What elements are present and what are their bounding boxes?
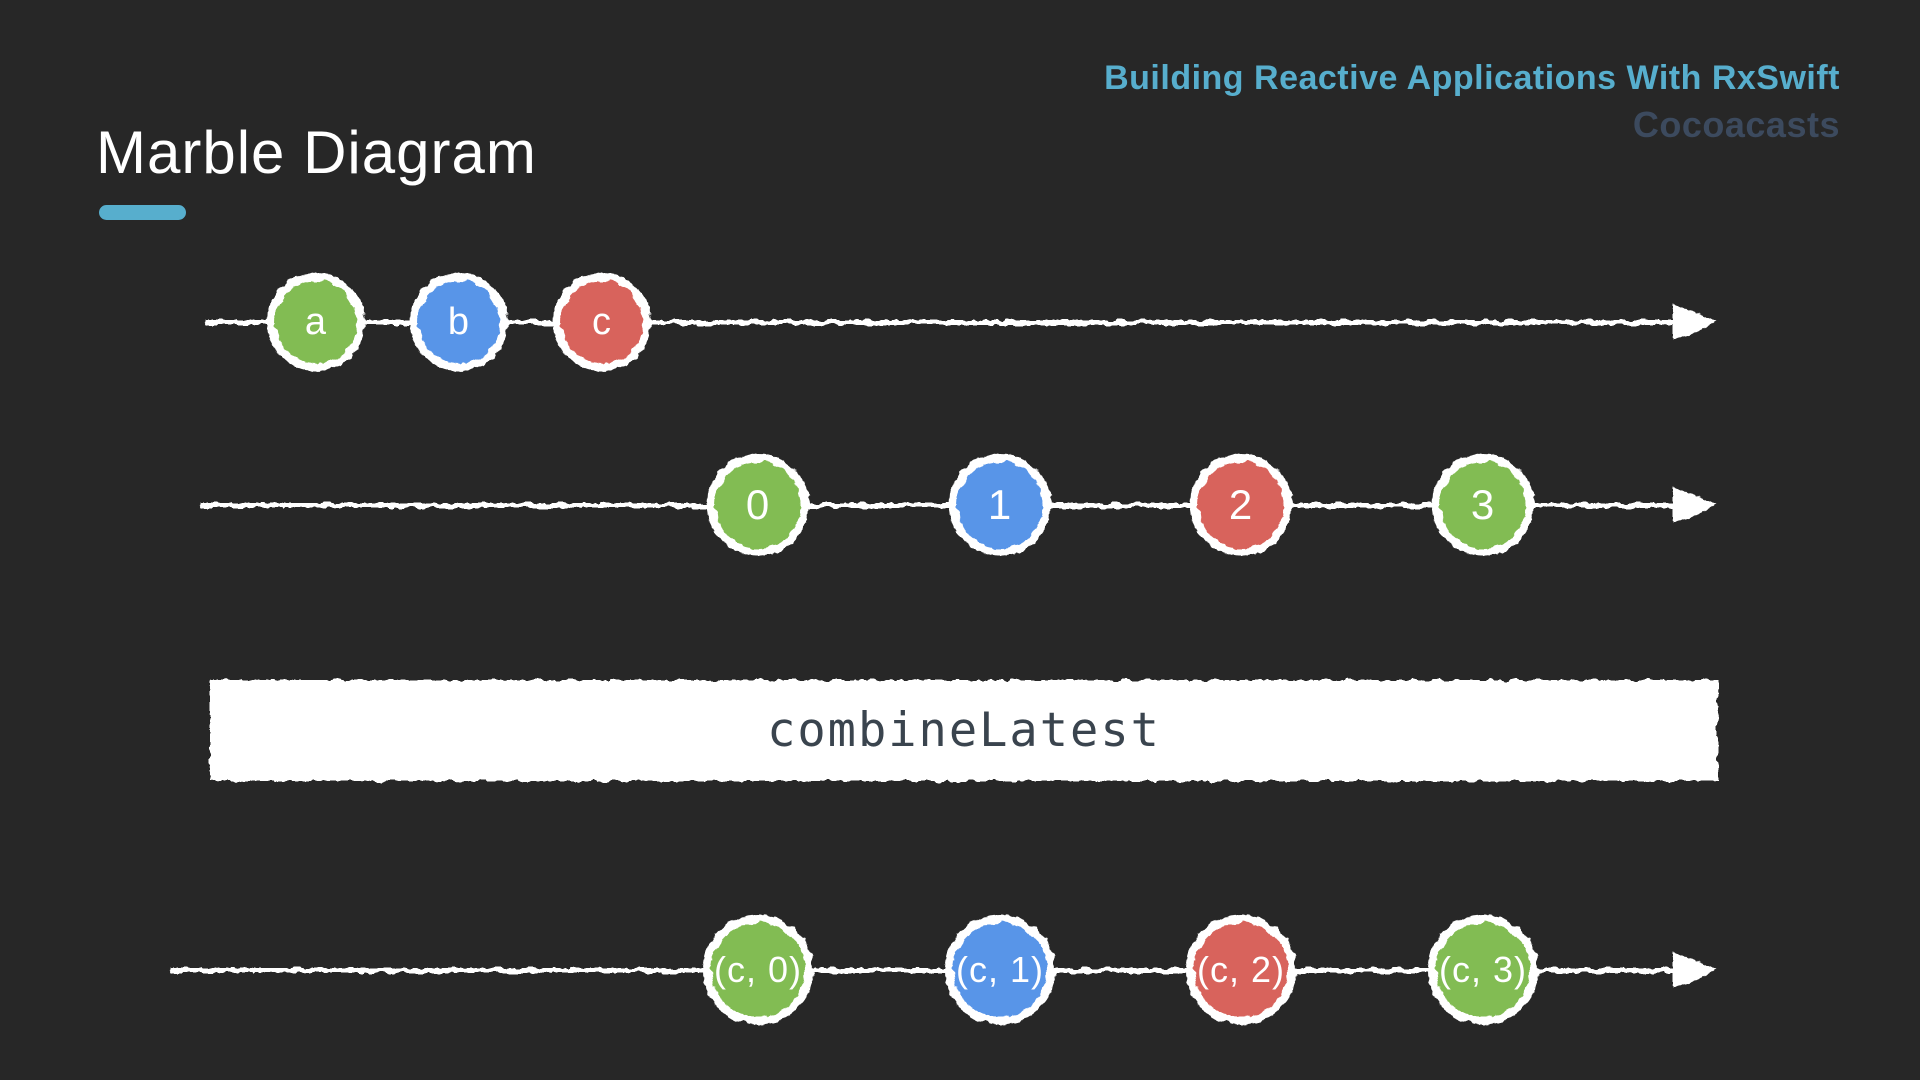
marble-label: (c, 3) [1438,949,1527,990]
marble-label: a [304,300,328,343]
header: Building Reactive Applications With RxSw… [1104,58,1840,146]
marble-circle [949,454,1051,556]
timeline-axis [200,502,1679,508]
marble: a [267,273,365,371]
marble: 1 [949,454,1051,556]
marble-circle [703,915,813,1025]
marble-label: (c, 0) [713,949,802,990]
marble-circle [707,454,809,556]
marble-label: 3 [1470,481,1496,528]
marble: (c, 0) [703,915,813,1025]
page-title: Marble Diagram [96,119,537,186]
marble: 2 [1190,454,1292,556]
marble-label: 1 [987,481,1013,528]
marble: 0 [707,454,809,556]
marble-label: 0 [745,481,771,528]
title-underline [99,205,186,220]
operator-box [210,680,1718,781]
marble: c [553,273,651,371]
marble-circle [945,915,1055,1025]
arrowhead-icon [1673,951,1717,989]
marble: (c, 1) [945,915,1055,1025]
course-title: Building Reactive Applications With RxSw… [1104,59,1840,97]
timeline-axis [170,967,1679,973]
marble-circle [1432,454,1534,556]
marble-circle [553,273,651,371]
marble-circle [267,273,365,371]
marble: (c, 2) [1186,915,1296,1025]
marble: (c, 3) [1428,915,1538,1025]
operator-label: combineLatest [767,703,1161,758]
marble-circle [410,273,508,371]
arrowhead-icon [1673,486,1717,524]
brand-name: Cocoacasts [1632,103,1840,145]
marble-label: (c, 2) [1196,949,1285,990]
marble-circle [1190,454,1292,556]
timeline-axis [205,319,1679,325]
marble-label: b [447,300,471,343]
marble-label: (c, 1) [955,949,1044,990]
marble-circle [1428,915,1538,1025]
marble-circle [1186,915,1296,1025]
arrowhead-icon [1673,303,1717,341]
marble: b [410,273,508,371]
marble: 3 [1432,454,1534,556]
marble-label: 2 [1228,481,1254,528]
marble-label: c [592,300,612,343]
